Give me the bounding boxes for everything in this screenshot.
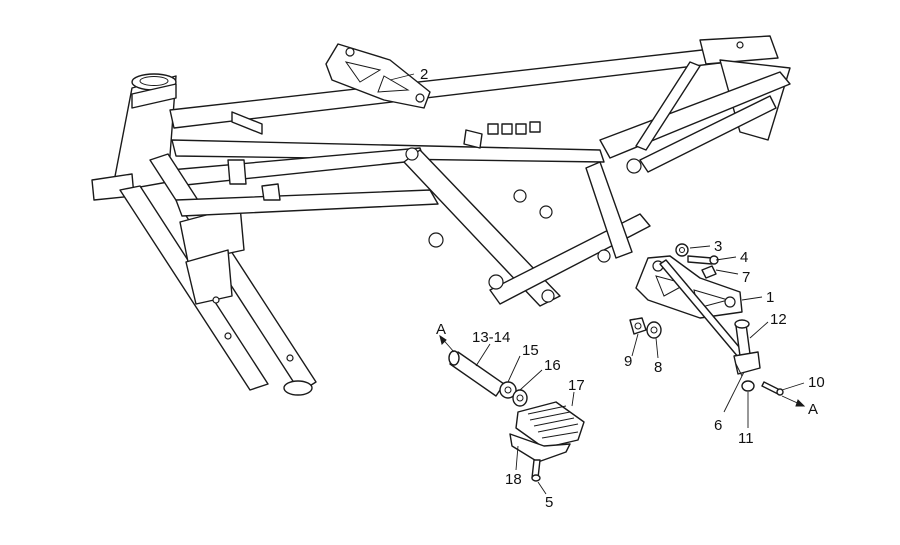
callout-a-left: A: [436, 321, 446, 338]
rear-subframe: [599, 35, 791, 173]
footpeg-rubber-part-17: [515, 401, 585, 449]
callout-9: 9: [624, 353, 632, 370]
engine-mount-plate: [185, 249, 233, 305]
engine-lugs: [405, 147, 642, 303]
pivot-pin-part-13-14: [448, 350, 505, 397]
callout-8: 8: [654, 359, 662, 376]
callout-1: 1: [766, 289, 774, 306]
callout-16: 16: [544, 357, 561, 374]
callout-6: 6: [714, 417, 722, 434]
callout-7: 7: [742, 269, 750, 286]
callout-17: 17: [568, 377, 585, 394]
spring-part-16: [512, 389, 528, 407]
nut-part-7: [701, 265, 717, 279]
callout-5: 5: [545, 494, 553, 511]
callout-12: 12: [770, 311, 787, 328]
callout-13-14: 13-14: [472, 329, 510, 346]
pin-part-12: [734, 319, 751, 357]
leader-lines: [389, 73, 806, 495]
callout-4: 4: [740, 249, 748, 266]
bolt-part-5: [531, 459, 541, 482]
footrest-bracket-part-1: [635, 255, 751, 365]
nut-part-9: [629, 317, 647, 335]
top-tube-upper: [169, 47, 729, 129]
callout-18: 18: [505, 471, 522, 488]
bolt-part-4: [687, 255, 719, 265]
screw-part-10: [761, 381, 784, 396]
bracket-part-2: [325, 43, 431, 109]
callout-11: 11: [738, 430, 754, 447]
callout-3: 3: [714, 238, 722, 255]
callout-15: 15: [522, 342, 539, 359]
cradle-rail-upper: [175, 189, 439, 217]
washer-part-8: [646, 321, 662, 339]
top-tube-brackets: [227, 111, 541, 201]
callout-2: 2: [420, 66, 428, 83]
main-frame: [91, 35, 791, 396]
clamp-part-6: [733, 351, 761, 377]
fastener-part-3: [675, 243, 689, 257]
down-tube-end: [283, 380, 313, 396]
footpeg-body-part-18: [509, 433, 571, 463]
callout-a-right: A: [808, 401, 818, 418]
callout-10: 10: [808, 374, 825, 391]
callout-labels: 2 1 3 4 7 12 8 9 6 11 10 A A 13-14 15 16…: [420, 66, 825, 511]
rear-vertical-tube: [585, 161, 633, 259]
nut-part-11: [741, 380, 755, 392]
